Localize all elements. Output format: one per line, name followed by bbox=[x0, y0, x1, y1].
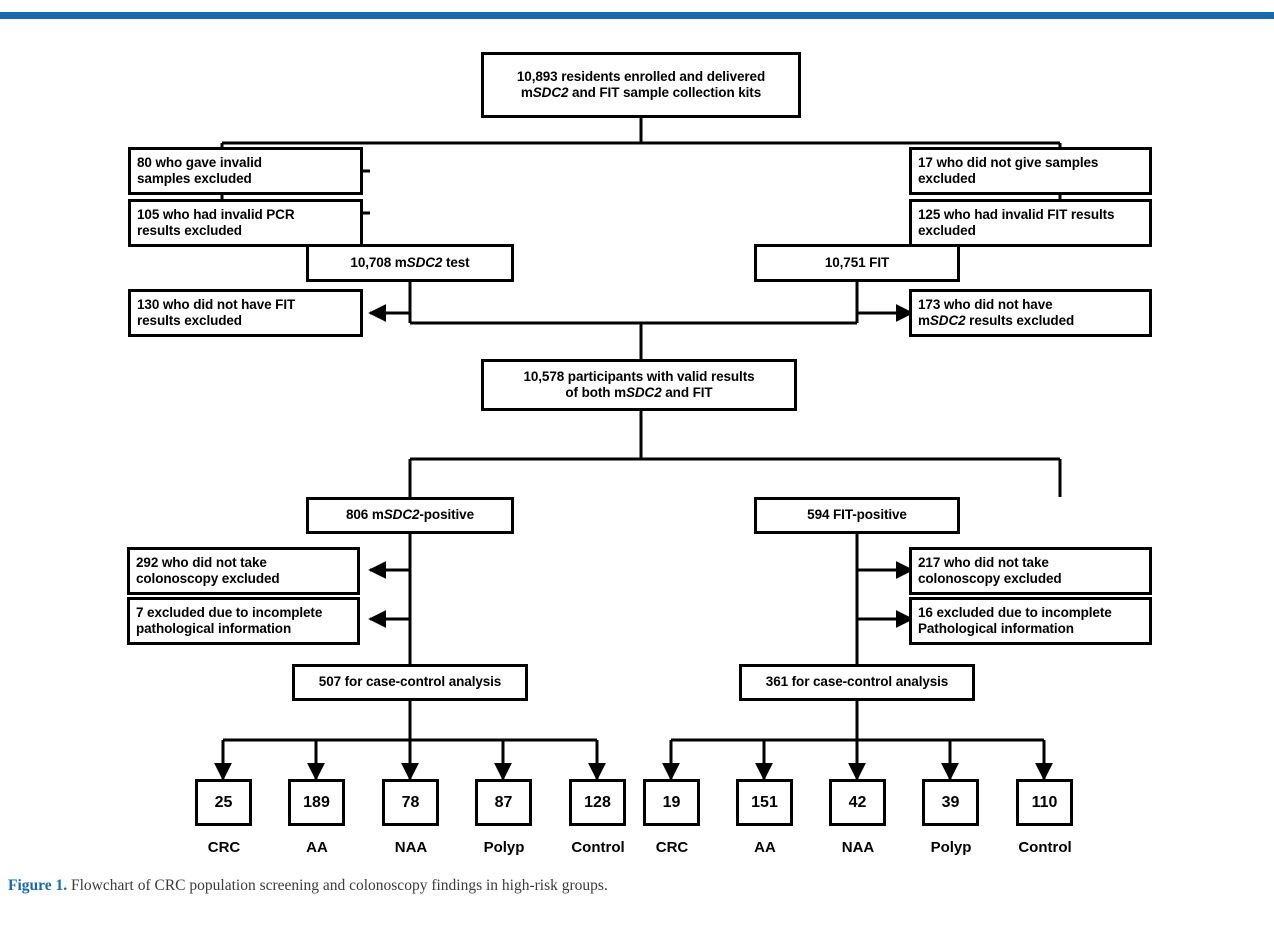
outcome-box-right-1: 151 bbox=[736, 779, 793, 826]
node-case-control-left-label: 507 for case-control analysis bbox=[318, 674, 502, 690]
node-fit-positive: 594 FIT-positive bbox=[754, 497, 960, 534]
node-excl-no-colonoscopy-left: 292 who did not take colonoscopy exclude… bbox=[127, 547, 360, 595]
outcome-label-right-2: NAA bbox=[841, 839, 875, 856]
node-excl-no-colonoscopy-right: 217 who did not take colonoscopy exclude… bbox=[909, 547, 1152, 595]
node-excl-no-msdc2-results: 173 who did not have mSDC2 results exclu… bbox=[909, 289, 1152, 337]
node-enrolled: 10,893 residents enrolled and delivered … bbox=[481, 52, 801, 118]
outcome-label-left-3: Polyp bbox=[483, 839, 525, 856]
node-both-valid-line1: 10,578 participants with valid results bbox=[523, 368, 755, 384]
node-excl-no-msdc2-results-line1: 173 who did not have bbox=[918, 296, 1053, 312]
node-both-valid-line2-em: SDC2 bbox=[626, 385, 662, 400]
node-msdc2-test-em: SDC2 bbox=[406, 254, 443, 270]
node-excl-no-colonoscopy-right-line2: colonoscopy excluded bbox=[918, 571, 1062, 586]
flowchart-connectors bbox=[213, 118, 1069, 781]
figure-caption-label: Figure 1. bbox=[8, 877, 68, 894]
node-excl-invalid-pcr: 105 who had invalid PCR results excluded bbox=[128, 199, 363, 247]
outcome-box-left-0: 25 bbox=[195, 779, 252, 826]
node-both-valid-line2-pre: of both m bbox=[565, 385, 626, 400]
node-excl-no-msdc2-results-line2-em: SDC2 bbox=[929, 313, 966, 328]
node-excl-no-fit-results-line1: 130 who did not have FIT bbox=[137, 296, 296, 312]
node-both-valid-line2-post: and FIT bbox=[661, 385, 713, 400]
node-excl-no-msdc2-results-line2-pre: m bbox=[918, 313, 930, 328]
node-excl-incomplete-pathology-left-line2: pathological information bbox=[136, 621, 292, 636]
outcome-label-right-4: Control bbox=[1018, 839, 1072, 856]
node-msdc2-positive-pre: 806 m bbox=[345, 507, 384, 523]
outcome-label-left-4: Control bbox=[571, 839, 625, 856]
outcome-box-left-1: 189 bbox=[288, 779, 345, 826]
node-excl-incomplete-pathology-right-line1: 16 excluded due to incomplete bbox=[918, 604, 1112, 620]
node-excl-invalid-samples-line2: samples excluded bbox=[137, 171, 252, 186]
node-msdc2-positive-post: -positive bbox=[419, 507, 475, 523]
node-excl-no-msdc2-results-line2-post: results excluded bbox=[965, 313, 1075, 328]
outcome-label-left-0: CRC bbox=[207, 839, 241, 856]
node-excl-no-samples: 17 who did not give samples excluded bbox=[909, 147, 1152, 195]
node-excl-incomplete-pathology-left-line1: 7 excluded due to incomplete bbox=[136, 604, 323, 620]
outcome-value-right-0: 19 bbox=[662, 793, 681, 811]
node-excl-invalid-fit-line2: excluded bbox=[918, 223, 976, 238]
node-excl-invalid-pcr-line2: results excluded bbox=[137, 223, 242, 238]
page-top-rule bbox=[0, 12, 1274, 19]
outcome-label-left-2: NAA bbox=[394, 839, 428, 856]
node-excl-incomplete-pathology-right: 16 excluded due to incomplete Pathologic… bbox=[909, 597, 1152, 645]
flowchart-figure: 10,893 residents enrolled and delivered … bbox=[0, 19, 1274, 864]
outcome-box-right-2: 42 bbox=[829, 779, 886, 826]
node-excl-no-fit-results-line2: results excluded bbox=[137, 313, 242, 328]
outcome-value-right-1: 151 bbox=[751, 793, 778, 811]
node-fit-positive-label: 594 FIT-positive bbox=[807, 507, 907, 523]
outcome-value-left-4: 128 bbox=[584, 793, 611, 811]
outcome-value-left-2: 78 bbox=[401, 793, 420, 811]
node-excl-no-colonoscopy-left-line1: 292 who did not take bbox=[136, 554, 267, 570]
outcome-value-right-3: 39 bbox=[941, 793, 960, 811]
outcome-label-left-1: AA bbox=[306, 839, 328, 856]
outcome-value-left-3: 87 bbox=[494, 793, 513, 811]
figure-caption-text: Flowchart of CRC population screening an… bbox=[67, 877, 608, 894]
node-excl-no-fit-results: 130 who did not have FIT results exclude… bbox=[128, 289, 363, 337]
node-excl-no-samples-line2: excluded bbox=[918, 171, 976, 186]
node-case-control-right: 361 for case-control analysis bbox=[739, 664, 975, 701]
node-excl-invalid-pcr-line1: 105 who had invalid PCR bbox=[137, 206, 295, 222]
node-both-valid: 10,578 participants with valid results o… bbox=[481, 359, 797, 411]
node-excl-invalid-samples: 80 who gave invalid samples excluded bbox=[128, 147, 363, 195]
node-enrolled-line1: 10,893 residents enrolled and delivered bbox=[516, 68, 766, 84]
node-fit-test: 10,751 FIT bbox=[754, 244, 960, 282]
node-enrolled-line2-post: and FIT sample collection kits bbox=[568, 85, 762, 100]
outcome-box-right-4: 110 bbox=[1016, 779, 1073, 826]
node-msdc2-positive: 806 mSDC2-positive bbox=[306, 497, 514, 534]
node-excl-incomplete-pathology-right-line2: Pathological information bbox=[918, 621, 1074, 636]
outcome-box-left-2: 78 bbox=[382, 779, 439, 826]
node-msdc2-positive-em: SDC2 bbox=[383, 507, 420, 523]
node-fit-test-label: 10,751 FIT bbox=[824, 254, 890, 270]
node-enrolled-line2-pre: m bbox=[520, 85, 533, 100]
node-excl-no-colonoscopy-left-line2: colonoscopy excluded bbox=[136, 571, 280, 586]
node-case-control-left: 507 for case-control analysis bbox=[292, 664, 528, 701]
figure-caption: Figure 1. Flowchart of CRC population sc… bbox=[8, 876, 1188, 897]
node-case-control-right-label: 361 for case-control analysis bbox=[765, 674, 949, 690]
outcome-label-right-3: Polyp bbox=[930, 839, 972, 856]
node-msdc2-test-post: test bbox=[442, 254, 470, 270]
node-msdc2-test: 10,708 mSDC2 test bbox=[306, 244, 514, 282]
outcome-label-right-0: CRC bbox=[655, 839, 689, 856]
node-excl-no-colonoscopy-right-line1: 217 who did not take bbox=[918, 554, 1049, 570]
node-excl-invalid-fit: 125 who had invalid FIT results excluded bbox=[909, 199, 1152, 247]
outcome-value-left-0: 25 bbox=[214, 793, 233, 811]
outcome-box-right-3: 39 bbox=[922, 779, 979, 826]
node-excl-invalid-fit-line1: 125 who had invalid FIT results bbox=[918, 206, 1115, 222]
outcome-box-left-3: 87 bbox=[475, 779, 532, 826]
outcome-value-right-4: 110 bbox=[1031, 793, 1058, 811]
outcome-label-right-1: AA bbox=[754, 839, 776, 856]
outcome-value-left-1: 189 bbox=[303, 793, 330, 811]
node-excl-no-samples-line1: 17 who did not give samples bbox=[918, 154, 1099, 170]
node-msdc2-test-pre: 10,708 m bbox=[350, 254, 407, 270]
node-enrolled-line2-em: SDC2 bbox=[532, 85, 569, 100]
outcome-box-right-0: 19 bbox=[643, 779, 700, 826]
node-excl-invalid-samples-line1: 80 who gave invalid bbox=[137, 154, 262, 170]
node-excl-incomplete-pathology-left: 7 excluded due to incomplete pathologica… bbox=[127, 597, 360, 645]
outcome-value-right-2: 42 bbox=[848, 793, 867, 811]
outcome-box-left-4: 128 bbox=[569, 779, 626, 826]
